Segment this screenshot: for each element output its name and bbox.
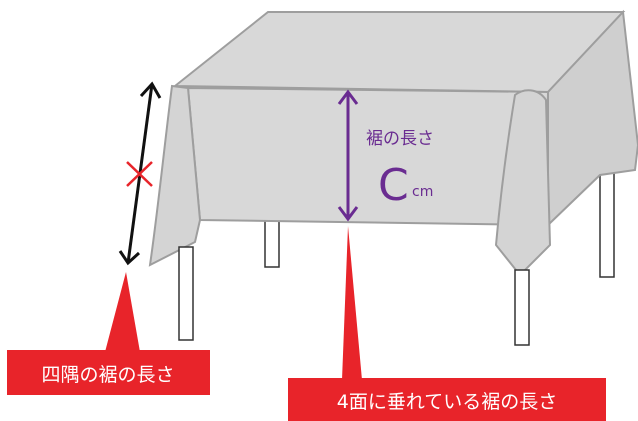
- measure-arrow-head-top-icon: [337, 89, 359, 105]
- tablecloth-corner-right: [494, 89, 552, 277]
- tablecloth-top: [172, 11, 626, 94]
- hem-length-unit: cm: [412, 184, 433, 200]
- table-legs-front: [178, 246, 530, 346]
- side-callout: 4面に垂れている裾の長さ: [288, 226, 606, 421]
- corner-arrow-head-top-icon: [139, 81, 162, 99]
- hem-measure: 裾の長さ C cm: [337, 89, 434, 222]
- side-callout-text: 4面に垂れている裾の長さ: [337, 391, 558, 413]
- table-leg-front-right: [514, 269, 530, 346]
- table-leg-front-left: [178, 246, 194, 341]
- side-callout-pointer: [342, 226, 362, 380]
- measure-arrow-head-bottom-icon: [337, 206, 359, 222]
- corner-callout-box: [7, 350, 210, 395]
- table-leg-back-right: [599, 164, 615, 278]
- hem-length-symbol: C: [378, 160, 409, 211]
- corner-measure: [118, 81, 162, 266]
- tablecloth: [148, 9, 638, 277]
- corner-callout-pointer: [105, 272, 140, 352]
- corner-arrow-head-bottom-icon: [118, 250, 141, 266]
- corner-callout-text: 四隅の裾の長さ: [41, 364, 174, 386]
- cross-mark-icon: [126, 161, 153, 187]
- tablecloth-front-drape: [186, 86, 550, 227]
- table-leg-back-left: [264, 214, 280, 268]
- hem-length-label: 裾の長さ: [366, 129, 434, 149]
- corner-callout: 四隅の裾の長さ: [7, 272, 210, 395]
- side-callout-box: [288, 378, 606, 421]
